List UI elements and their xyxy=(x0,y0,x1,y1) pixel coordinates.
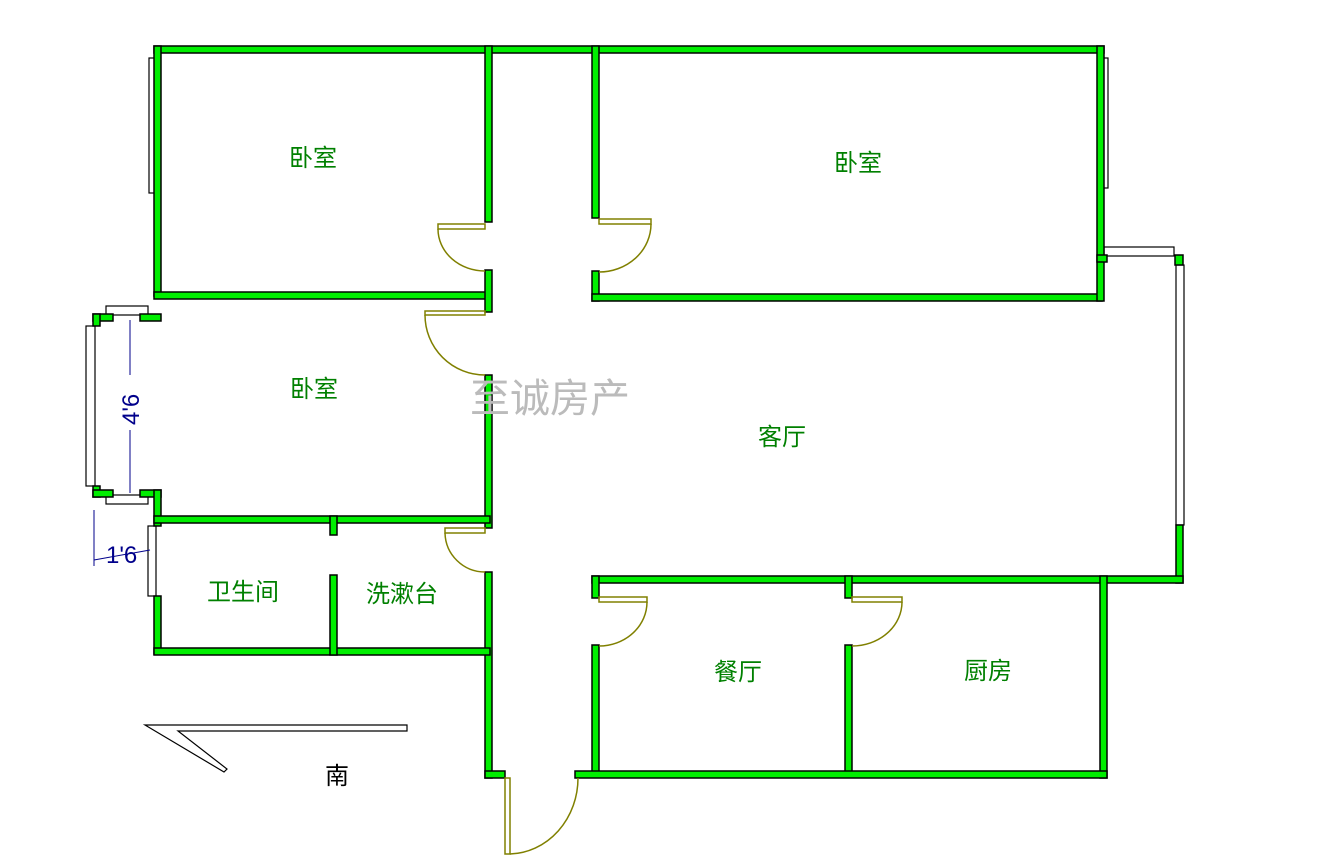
dimension-window-bath: 1'6 xyxy=(106,542,137,569)
walls xyxy=(92,45,1184,779)
room-label-bedroom-2: 卧室 xyxy=(834,149,882,177)
room-label-living-room: 客厅 xyxy=(758,423,806,451)
room-label-dining-room: 餐厅 xyxy=(714,658,762,686)
room-label-washbasin: 洗漱台 xyxy=(366,580,438,608)
room-label-bathroom: 卫生间 xyxy=(207,578,279,606)
room-label-bedroom-1: 卧室 xyxy=(289,144,337,172)
compass-arrow xyxy=(142,724,408,773)
watermark: 至诚房产 xyxy=(470,376,630,422)
doors xyxy=(424,218,903,855)
room-label-kitchen: 厨房 xyxy=(964,657,1012,685)
dimension-window-left: 4'6 xyxy=(118,394,145,425)
room-label-bedroom-3: 卧室 xyxy=(290,375,338,403)
compass-label: 南 xyxy=(325,762,349,790)
dimension-lines xyxy=(93,320,151,566)
